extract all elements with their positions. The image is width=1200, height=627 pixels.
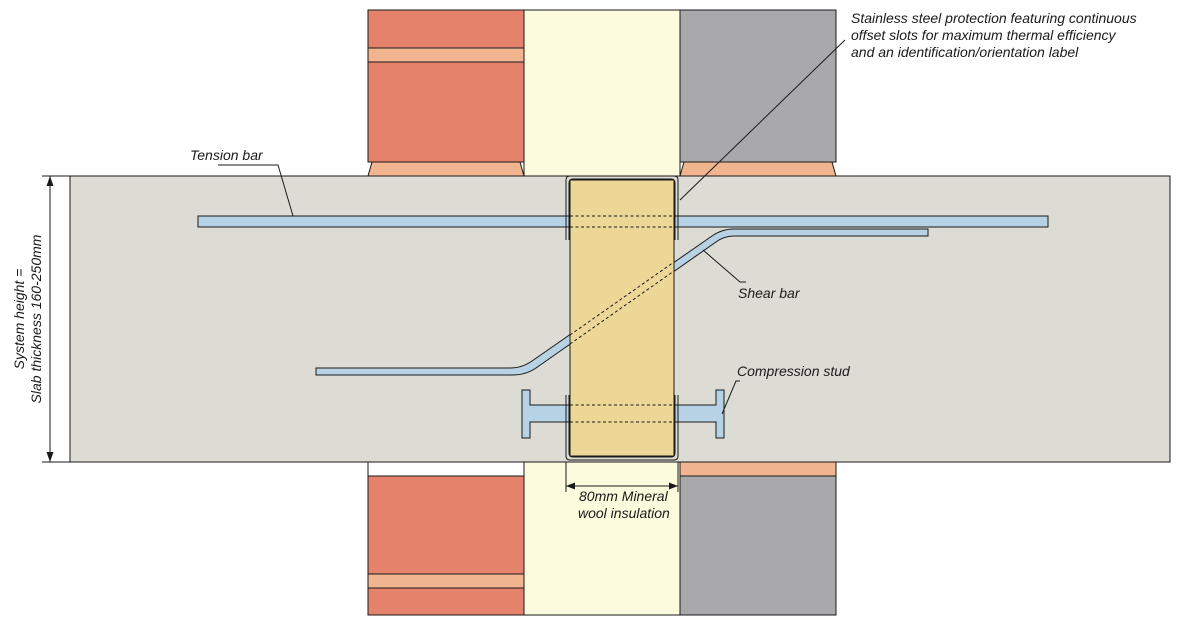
system-height-label-line-2: Slab thickness 160-250mm bbox=[28, 234, 44, 403]
brick-top-1 bbox=[367, 9, 525, 49]
white-bed-bottom-brick bbox=[367, 461, 525, 477]
mortar-bed-top-brick bbox=[367, 161, 525, 177]
system-height-label-line-1: System height = bbox=[11, 269, 27, 370]
cavity-insulation-bottom bbox=[523, 461, 681, 616]
block-bottom bbox=[679, 475, 837, 616]
insulation-dimension-arrow-left bbox=[566, 482, 575, 490]
stainless-steel-protection-bottom bbox=[565, 395, 679, 461]
wall-below-slab bbox=[367, 461, 837, 616]
protection-leader bbox=[679, 39, 846, 201]
insulation-label-line-2: wool insulation bbox=[578, 505, 670, 521]
wall-above-slab bbox=[367, 9, 837, 177]
shear-bar-hidden-1 bbox=[569, 261, 675, 336]
shear-bar-label: Shear bar bbox=[738, 285, 801, 301]
compression-stud-leader bbox=[721, 380, 740, 415]
leader-lines bbox=[218, 39, 846, 415]
compression-stud-label: Compression stud bbox=[737, 363, 851, 379]
system-height-dimension bbox=[42, 175, 70, 463]
system-height-arrow-top bbox=[46, 176, 54, 186]
mortar-bed-bottom-block bbox=[679, 461, 837, 477]
brick-top-2 bbox=[367, 61, 525, 163]
brick-bottom-1 bbox=[367, 475, 525, 575]
insulation-label-line-1: 80mm Mineral bbox=[579, 488, 669, 504]
system-height-label: System height = Slab thickness 160-250mm bbox=[11, 234, 44, 403]
insulation-unit bbox=[565, 175, 679, 461]
cavity-insulation-top bbox=[523, 9, 681, 177]
stainless-steel-protection-top bbox=[565, 175, 679, 240]
tension-bar-label: Tension bar bbox=[190, 147, 264, 163]
shear-bar-hidden-2 bbox=[569, 270, 675, 345]
brick-bottom-2 bbox=[367, 587, 525, 616]
mineral-wool-block bbox=[569, 179, 675, 457]
protection-label-line-3: and an identification/orientation label bbox=[851, 44, 1079, 60]
tension-bar-leader bbox=[218, 164, 294, 217]
insulation-width-dimension bbox=[565, 462, 679, 492]
system-height-arrow-bottom bbox=[46, 452, 54, 462]
mortar-joint-top-1 bbox=[367, 47, 525, 63]
insulation-dimension-arrow-right bbox=[669, 482, 678, 490]
shear-bar-leader bbox=[702, 249, 746, 283]
mortar-joint-bottom-1 bbox=[367, 573, 525, 589]
protection-label-line-1: Stainless steel protection featuring con… bbox=[851, 10, 1137, 26]
stainless-steel-protection-bottom-inner bbox=[568, 395, 676, 458]
block-top bbox=[679, 9, 837, 163]
stainless-steel-protection-top-inner bbox=[568, 178, 676, 240]
mortar-bed-top-block bbox=[679, 161, 837, 177]
protection-label-line-2: offset slots for maximum thermal efficie… bbox=[851, 27, 1117, 43]
